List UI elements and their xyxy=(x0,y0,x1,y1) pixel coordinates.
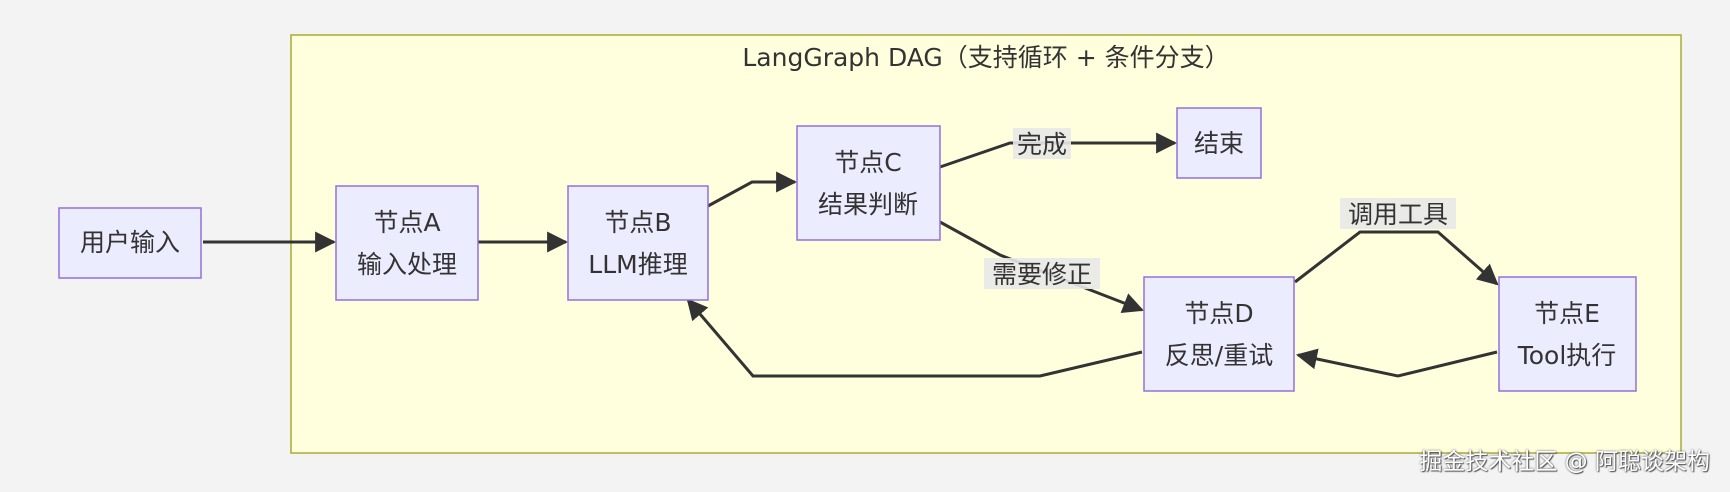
node-e-title: 节点E xyxy=(1534,299,1600,328)
node-d-box xyxy=(1143,276,1295,392)
edge-d-to-e xyxy=(1294,230,1499,286)
node-e-box xyxy=(1498,276,1637,392)
node-e-subtitle: Tool执行 xyxy=(1517,341,1617,370)
node-user-input: 用户输入 xyxy=(58,207,202,279)
node-d-title: 节点D xyxy=(1184,299,1253,328)
node-a-subtitle: 输入处理 xyxy=(357,250,457,279)
edge-c-to-d xyxy=(939,220,1144,313)
edge-label-bg-call-tool xyxy=(1340,198,1456,229)
node-end-label: 结束 xyxy=(1194,129,1244,158)
edge-label-bg-needs-fix xyxy=(984,258,1100,289)
langgraph-cluster: LangGraph DAG（支持循环 + 条件分支） xyxy=(290,34,1682,454)
watermark: 掘金技术社区 @ 阿聪谈架构 xyxy=(1419,449,1710,475)
node-b: 节点B LLM推理 xyxy=(567,185,709,301)
edge-b-to-c xyxy=(707,171,798,208)
edge-label-call-tool: 调用工具 xyxy=(1348,200,1448,229)
node-b-subtitle: LLM推理 xyxy=(588,250,687,279)
node-c-title: 节点C xyxy=(834,148,901,177)
edge-e-to-d xyxy=(1295,348,1498,378)
cluster-box xyxy=(290,34,1682,454)
edge-d-to-b xyxy=(686,298,1143,378)
edge-label-done: 完成 xyxy=(1017,130,1067,159)
node-end: 结束 xyxy=(1176,107,1262,179)
node-c: 节点C 结果判断 xyxy=(796,125,941,241)
node-b-title: 节点B xyxy=(604,208,671,237)
edge-label-bg-done xyxy=(1013,128,1071,159)
node-user-input-label: 用户输入 xyxy=(80,228,180,257)
node-c-box xyxy=(796,125,941,241)
node-a: 节点A 输入处理 xyxy=(335,185,479,301)
node-b-box xyxy=(567,185,709,301)
node-a-box xyxy=(335,185,479,301)
node-user-input-box xyxy=(58,207,202,279)
edge-labels: 完成 需要修正 调用工具 xyxy=(984,128,1456,289)
node-d: 节点D 反思/重试 xyxy=(1143,276,1295,392)
edge-label-needs-fix: 需要修正 xyxy=(992,260,1092,289)
node-c-subtitle: 结果判断 xyxy=(818,190,918,219)
node-d-subtitle: 反思/重试 xyxy=(1165,341,1273,370)
edges xyxy=(203,132,1499,378)
node-a-title: 节点A xyxy=(373,208,440,237)
cluster-title: LangGraph DAG（支持循环 + 条件分支） xyxy=(742,43,1229,72)
node-end-box xyxy=(1176,107,1262,179)
node-e: 节点E Tool执行 xyxy=(1498,276,1637,392)
edge-c-to-end xyxy=(939,132,1178,169)
